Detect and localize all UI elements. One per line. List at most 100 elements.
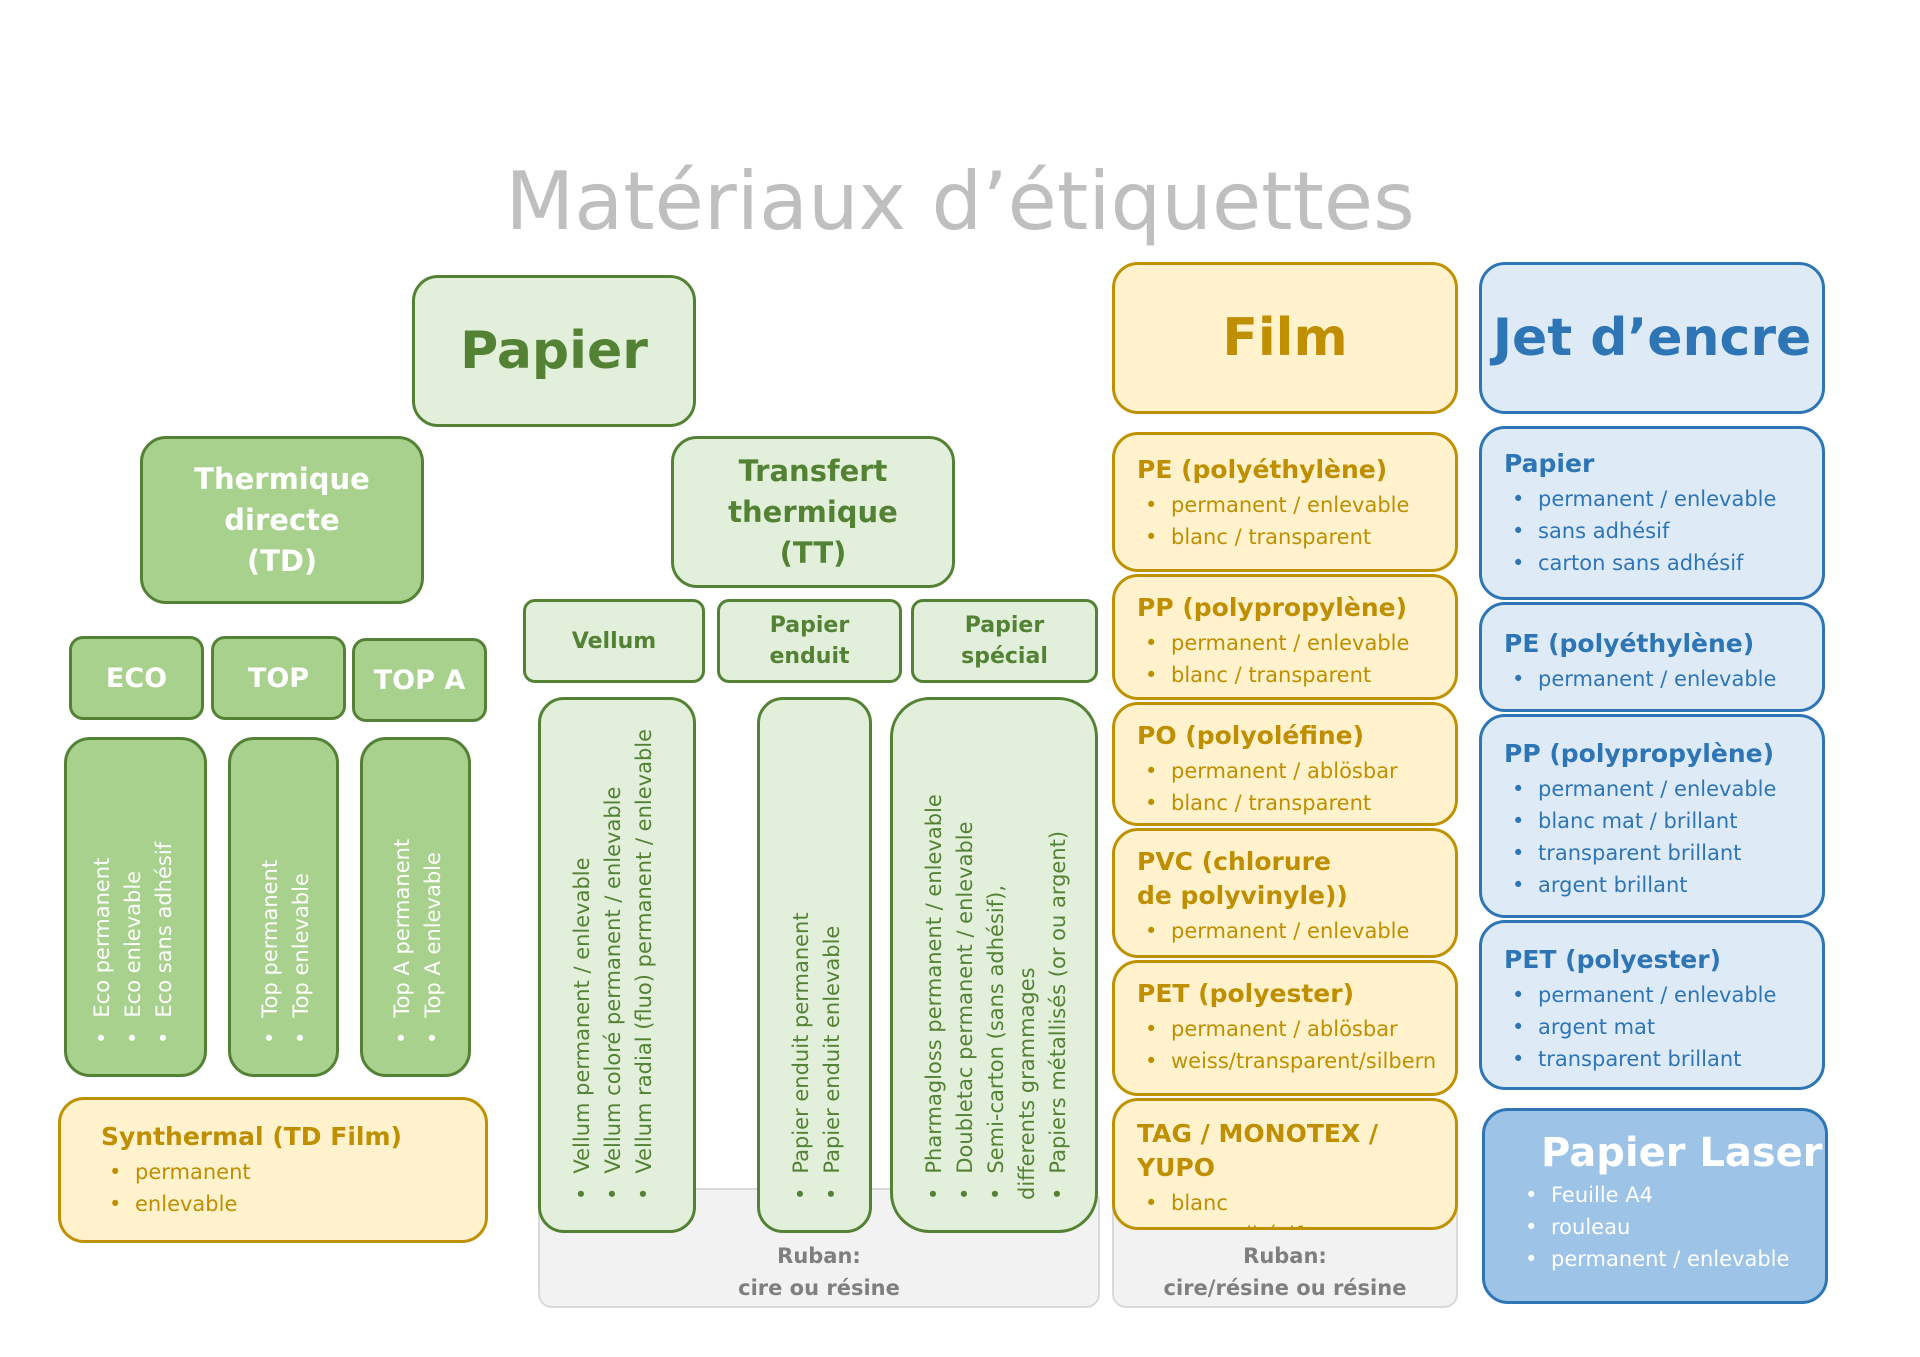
list-item: Doubletac permanent / enlevable — [950, 720, 981, 1200]
list-item: permanent / enlevable — [1145, 627, 1455, 659]
list-item: Top enlevable — [286, 764, 317, 1044]
papier-header-label: Papier — [460, 321, 648, 381]
list-item: Vellum radial (fluo) permanent / enlevab… — [629, 720, 660, 1200]
laser-label: Papier Laser — [1541, 1130, 1823, 1176]
list-item: blanc — [1145, 1187, 1455, 1219]
film-group-label: TAG / MONOTEX / YUPO — [1137, 1119, 1379, 1182]
synthermal-box: Synthermal (TD Film) permanent enlevable — [58, 1097, 488, 1243]
list-item: blanc / transparent — [1145, 659, 1455, 691]
list-item: blanc / transparent — [1145, 521, 1455, 553]
special-details-list: Pharmagloss permanent / enlevable Double… — [919, 720, 1074, 1200]
tt-type-enduit: Papier enduit — [717, 599, 902, 683]
list-item: permanent / enlevable — [1512, 979, 1822, 1011]
td-header-label: Thermique directe (TD) — [194, 461, 370, 578]
enduit-details: Papier enduit permanent Papier enduit en… — [757, 697, 872, 1233]
list-item: permanent / enlevable — [1145, 489, 1455, 521]
list-item: permanent / enlevable — [1512, 773, 1822, 805]
list-item: sans adhésif — [1512, 515, 1822, 547]
tt-ruban-value: cire ou résine — [738, 1276, 900, 1300]
film-group-list: permanent / ablösbar blanc / transparent — [1137, 755, 1455, 819]
jet-group-pp: PP (polypropylène) permanent / enlevable… — [1479, 714, 1825, 918]
jet-group-list: permanent / enlevable blanc mat / brilla… — [1504, 773, 1822, 901]
synthermal-label: Synthermal (TD Film) — [101, 1122, 402, 1151]
tt-header-label: Transfert thermique (TT) — [728, 453, 898, 570]
td-header: Thermique directe (TD) — [140, 436, 424, 604]
topa-details: Top A permanent Top A enlevable — [360, 737, 471, 1077]
list-item: Papiers métallisés (or ou argent) — [1043, 720, 1074, 1200]
list-item: weiss/transparent/silbern — [1145, 1045, 1455, 1077]
film-group-po: PO (polyoléfine) permanent / ablösbar bl… — [1112, 702, 1458, 826]
jet-group-list: permanent / enlevable argent mat transpa… — [1504, 979, 1822, 1075]
list-item: carton sans adhésif — [1512, 547, 1822, 579]
film-group-label: PP (polypropylène) — [1137, 593, 1408, 622]
list-item: Eco permanent — [87, 764, 118, 1044]
tt-type-enduit-label: Papier enduit — [769, 613, 850, 669]
list-item: blanc / transparent — [1145, 787, 1455, 819]
list-item: sans adhésif — [1145, 1219, 1455, 1227]
tt-ruban-label: Ruban: — [777, 1244, 861, 1268]
film-group-tag: TAG / MONOTEX / YUPO blanc sans adhésif — [1112, 1098, 1458, 1230]
tt-type-vellum: Vellum — [523, 599, 705, 683]
list-item: Feuille A4 — [1525, 1179, 1825, 1211]
film-group-list: permanent / enlevable blanc / transparen… — [1137, 627, 1455, 691]
film-group-list: permanent / enlevable blanc / transparen… — [1137, 489, 1455, 553]
film-group-list: blanc sans adhésif — [1137, 1187, 1455, 1227]
topa-details-list: Top A permanent Top A enlevable — [387, 764, 449, 1044]
list-item: argent mat — [1512, 1011, 1822, 1043]
grade-top: TOP — [211, 636, 346, 720]
list-item: transparent brillant — [1512, 1043, 1822, 1075]
film-ruban-label: Ruban: — [1243, 1244, 1327, 1268]
jet-group-label: PE (polyéthylène) — [1504, 629, 1755, 658]
jet-group-label: Papier — [1504, 449, 1595, 478]
list-item: permanent / ablösbar — [1145, 1013, 1455, 1045]
list-item: Vellum coloré permanent / enlevable — [598, 720, 629, 1200]
jet-header-label: Jet d’encre — [1492, 308, 1812, 368]
tt-type-special-label: Papier spécial — [961, 613, 1048, 669]
film-header: Film — [1112, 262, 1458, 414]
jet-header: Jet d’encre — [1479, 262, 1825, 414]
synthermal-list: permanent enlevable — [101, 1156, 485, 1220]
eco-details: Eco permanent Eco enlevable Eco sans adh… — [64, 737, 207, 1077]
list-item: Vellum permanent / enlevable — [567, 720, 598, 1200]
laser-box: Papier Laser Feuille A4 rouleau permanen… — [1482, 1108, 1828, 1304]
film-ruban-text: Ruban: cire/résine ou résine — [1114, 1240, 1456, 1304]
enduit-details-list: Papier enduit permanent Papier enduit en… — [786, 720, 848, 1200]
film-group-pe: PE (polyéthylène) permanent / enlevable … — [1112, 432, 1458, 572]
film-group-pet: PET (polyester) permanent / ablösbar wei… — [1112, 960, 1458, 1096]
list-item: argent brillant — [1512, 869, 1822, 901]
list-item: Top A permanent — [387, 764, 418, 1044]
top-details-list: Top permanent Top enlevable — [255, 764, 317, 1044]
film-group-pvc: PVC (chlorure de polyvinyle)) permanent … — [1112, 828, 1458, 958]
papier-header: Papier — [412, 275, 696, 427]
list-item: Semi-carton (sans adhésif), differents g… — [981, 870, 1043, 1200]
grade-eco-label: ECO — [105, 662, 168, 694]
film-ruban-value: cire/résine ou résine — [1163, 1276, 1407, 1300]
jet-group-pet: PET (polyester) permanent / enlevable ar… — [1479, 920, 1825, 1090]
grade-topa: TOP A — [352, 638, 487, 722]
list-item: enlevable — [109, 1188, 485, 1220]
vellum-details-list: Vellum permanent / enlevable Vellum colo… — [567, 720, 660, 1200]
list-item: Papier enduit permanent — [786, 720, 817, 1200]
list-item: Pharmagloss permanent / enlevable — [919, 720, 950, 1200]
tt-ruban-text: Ruban: cire ou résine — [540, 1240, 1098, 1304]
list-item: permanent — [109, 1156, 485, 1188]
grade-top-label: TOP — [247, 662, 310, 694]
film-group-label: PO (polyoléfine) — [1137, 721, 1365, 750]
list-item: Papier enduit enlevable — [817, 720, 848, 1200]
film-group-list: permanent / enlevable — [1137, 915, 1455, 947]
list-item: permanent / enlevable — [1525, 1243, 1825, 1275]
list-item: permanent / enlevable — [1512, 663, 1822, 695]
tt-header: Transfert thermique (TT) — [671, 436, 955, 588]
list-item: permanent / ablösbar — [1145, 755, 1455, 787]
tt-type-special: Papier spécial — [911, 599, 1098, 683]
list-item: permanent / enlevable — [1145, 915, 1455, 947]
list-item: Top permanent — [255, 764, 286, 1044]
jet-group-list: permanent / enlevable sans adhésif carto… — [1504, 483, 1822, 579]
film-group-label: PET (polyester) — [1137, 979, 1355, 1008]
tt-type-vellum-label: Vellum — [571, 628, 657, 654]
page-title: Matériaux d’étiquettes — [505, 155, 1415, 248]
jet-group-list: permanent / enlevable — [1504, 663, 1822, 695]
list-item: rouleau — [1525, 1211, 1825, 1243]
list-item: transparent brillant — [1512, 837, 1822, 869]
list-item: blanc mat / brillant — [1512, 805, 1822, 837]
